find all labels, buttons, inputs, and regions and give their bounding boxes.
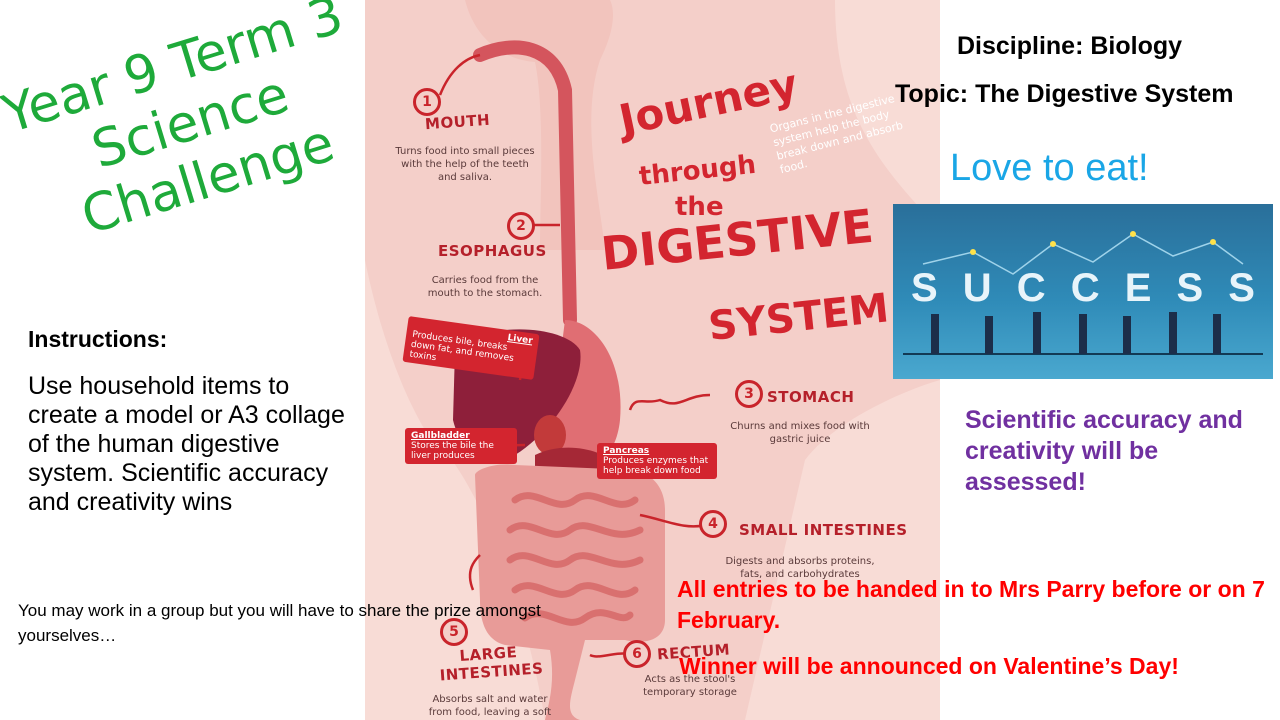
step-desc-mouth: Turns food into small pieces with the he… (395, 146, 535, 183)
step-desc-large-intestines: Absorbs salt and water from food, leavin… (428, 694, 552, 718)
pancreas-tag-name: Pancreas (603, 446, 650, 456)
gallbladder-tag-desc: Stores the bile the liver produces (411, 441, 494, 461)
entries-deadline: All entries to be handed in to Mrs Parry… (677, 576, 1265, 633)
step-number: 2 (507, 212, 535, 240)
discipline-label: Discipline: Biology (957, 32, 1183, 60)
step-number: 5 (440, 618, 468, 646)
instructions-heading: Instructions: (28, 326, 168, 352)
topic-label: Topic: The Digestive System (895, 80, 1234, 108)
success-image: S U C C E S S (893, 204, 1273, 379)
step-number: 3 (735, 380, 763, 408)
instructions-body: Use household items to create a model or… (28, 372, 345, 516)
success-letter: S (1228, 266, 1255, 310)
digestive-poster: Journey through the DIGESTIVE SYSTEM Org… (365, 0, 940, 720)
step-desc-esophagus: Carries food from the mouth to the stoma… (427, 275, 543, 299)
step-desc-small-intestines: Digests and absorbs proteins, fats, and … (725, 556, 875, 580)
step-desc-stomach: Churns and mixes food with gastric juice (730, 421, 870, 445)
poster-heading-system: SYSTEM (706, 285, 891, 350)
group-note: You may work in a group but you will hav… (18, 601, 541, 645)
winner-announcement: Winner will be announced on Valentine’s … (679, 653, 1179, 679)
poster-heading-digestive: DIGESTIVE (599, 199, 876, 281)
success-letter: E (1124, 266, 1152, 310)
assessment-note: Scientific accuracy and creativity will … (965, 406, 1243, 496)
pancreas-tag-desc: Produces enzymes that help break down fo… (603, 456, 709, 476)
step-label-small-intestines: SMALL INTESTINES (739, 521, 908, 539)
success-letter: U (962, 266, 992, 310)
pancreas-tag: Pancreas Produces enzymes that help brea… (597, 443, 717, 479)
step-number: 6 (623, 640, 651, 668)
success-letter: C (1070, 266, 1100, 310)
step-label-stomach: STOMACH (767, 388, 855, 406)
body-illustration: Journey through the DIGESTIVE SYSTEM (365, 0, 940, 720)
gallbladder-tag-name: Gallbladder (411, 431, 470, 441)
poster-heading-through: through (638, 150, 758, 192)
poster-heading-the: the (675, 192, 724, 222)
success-letters: S U C C E S S (911, 266, 1255, 311)
success-letter: C (1016, 266, 1046, 310)
step-label-esophagus: ESOPHAGUS (438, 242, 547, 260)
step-number: 1 (413, 88, 441, 116)
step-desc-rectum: Acts as the stool's temporary storage (643, 674, 737, 698)
success-letter: S (911, 266, 938, 310)
success-letter: S (1176, 266, 1204, 310)
step-number: 4 (699, 510, 727, 538)
love-to-eat-text: Love to eat! (950, 147, 1149, 189)
success-graphic (903, 231, 1263, 355)
gallbladder-tag: Gallbladder Stores the bile the liver pr… (405, 428, 517, 464)
